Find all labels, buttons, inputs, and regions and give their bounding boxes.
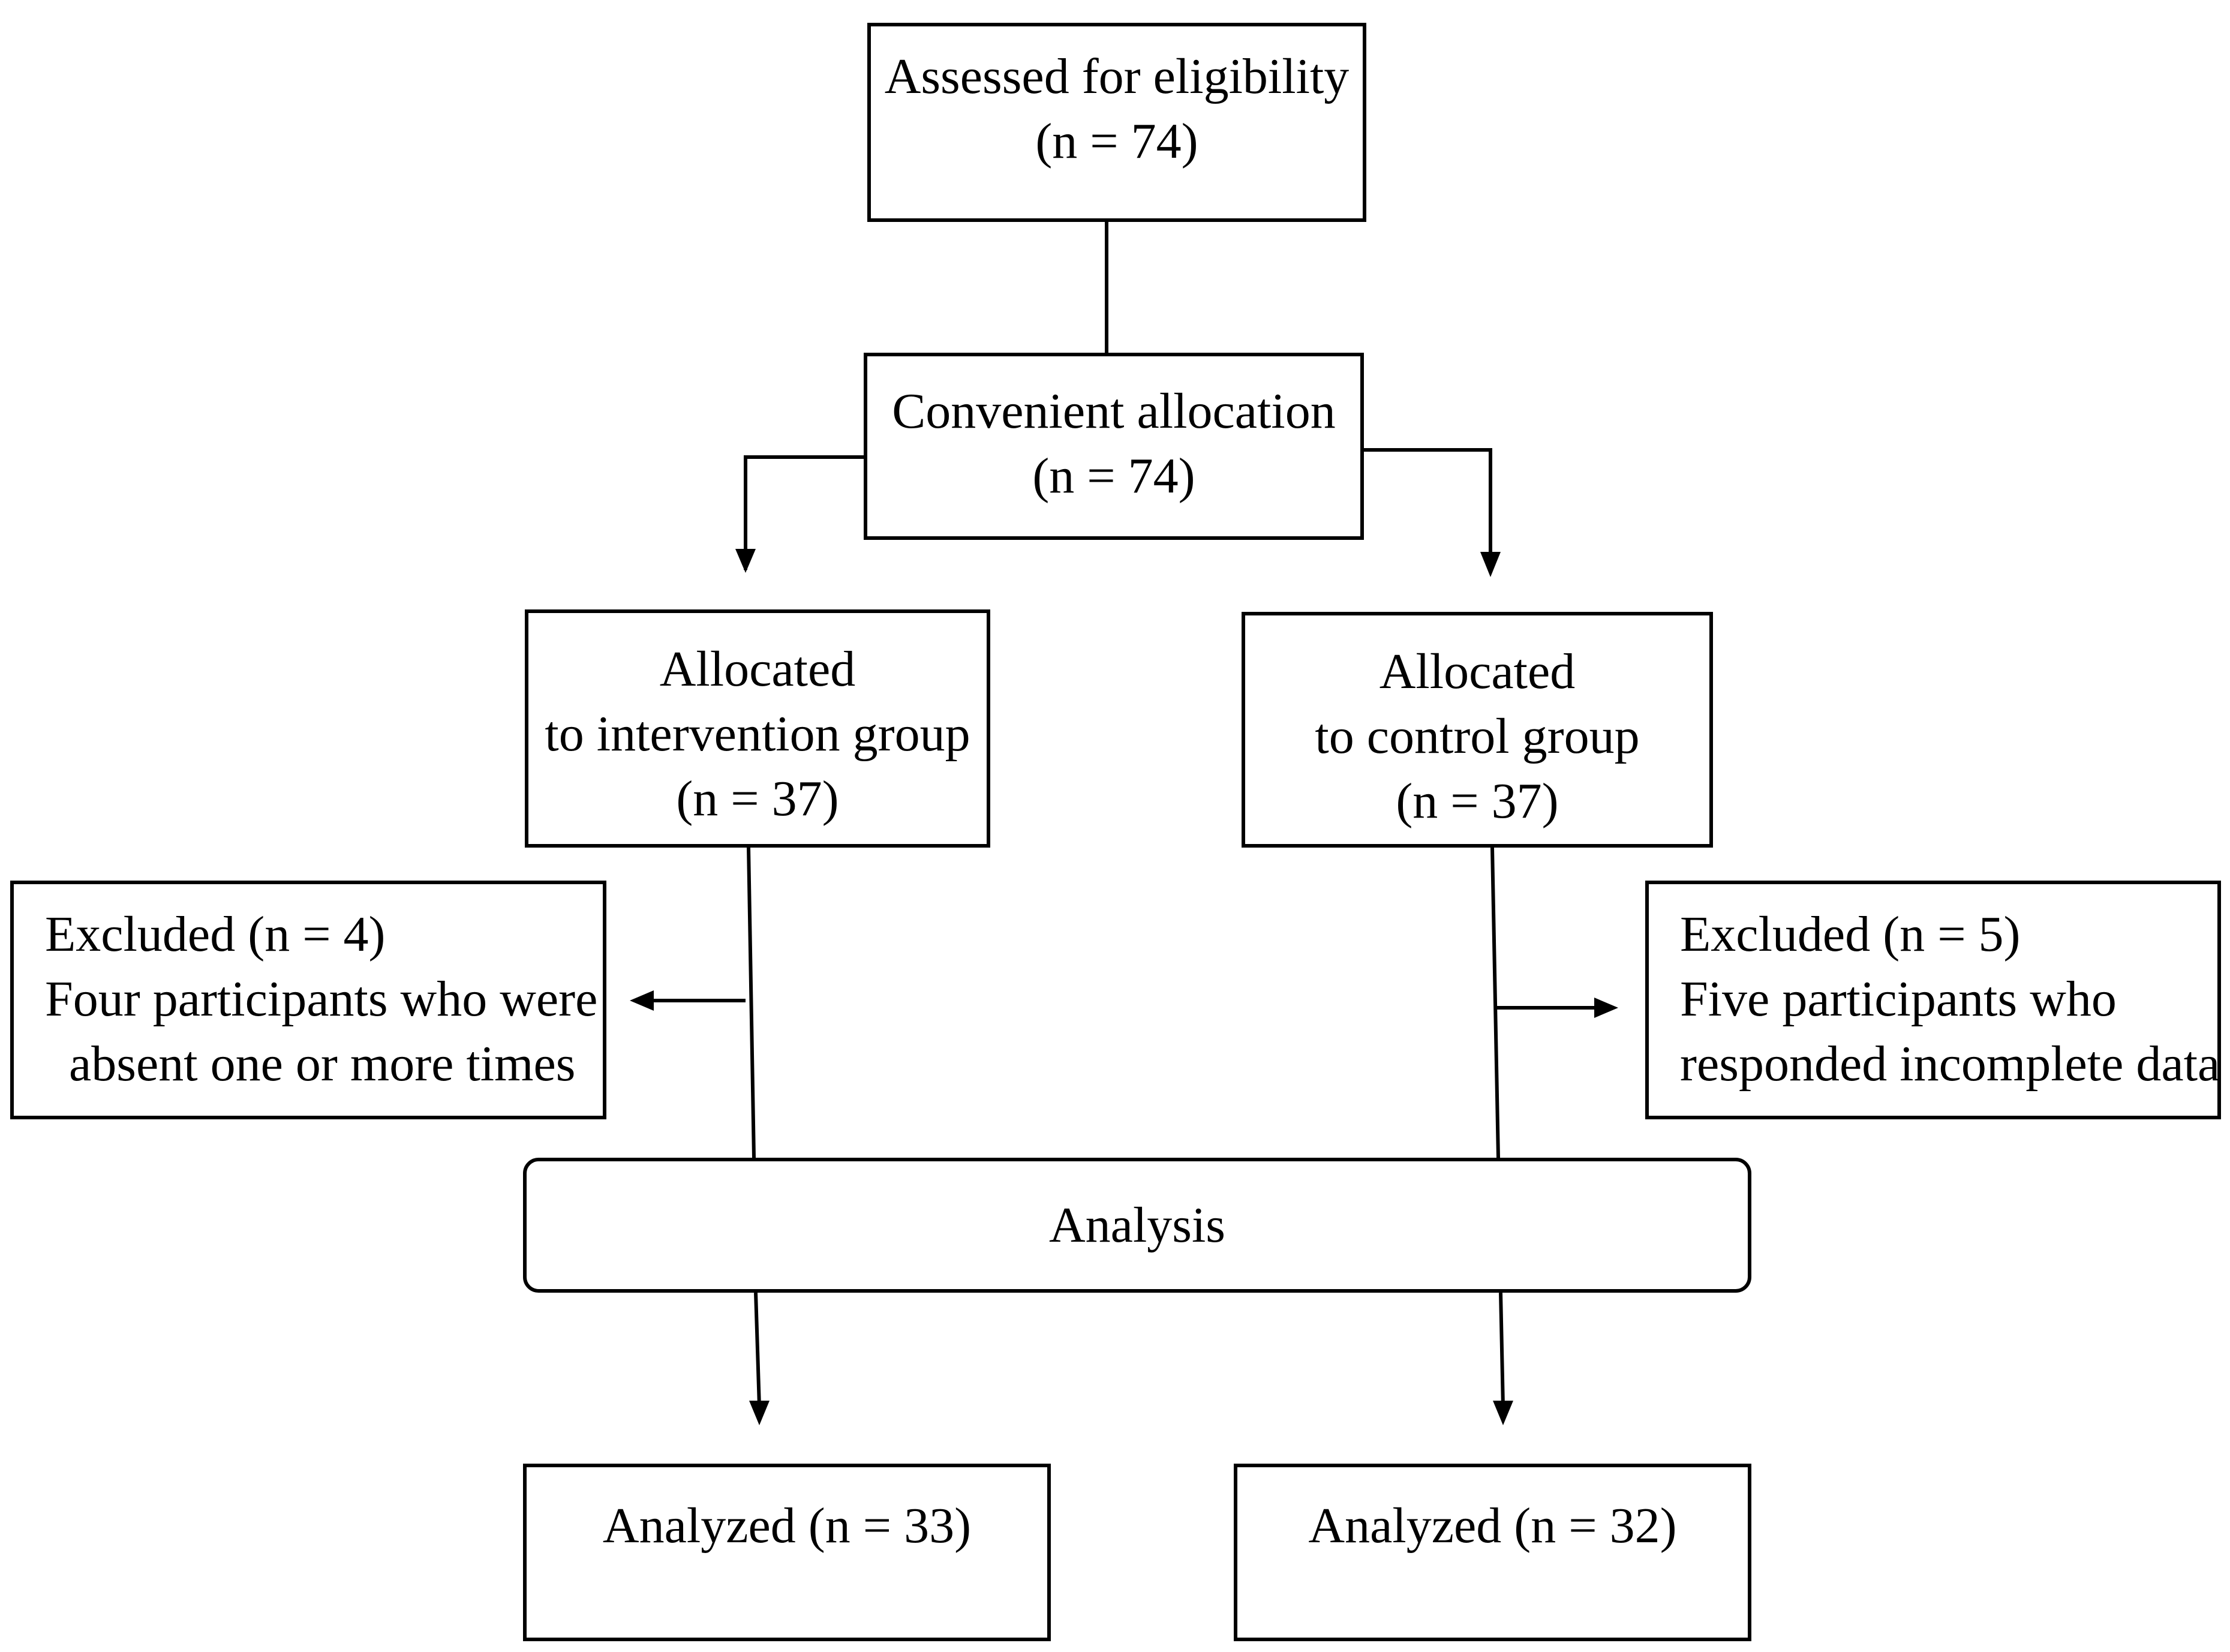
- intervention-line1: Allocated: [659, 641, 856, 697]
- arrow-analysis-to-analyzed-right: [1499, 1292, 1505, 1407]
- excluded-control-box: Excluded (n = 5) Five participants who r…: [1645, 881, 2221, 1119]
- arrowhead-analyzed-left: [749, 1401, 770, 1425]
- analyzed-left-label: Analyzed (n = 33): [602, 1498, 972, 1554]
- control-line2: to control group: [1315, 708, 1640, 764]
- control-count: (n = 37): [1396, 773, 1559, 829]
- excluded-right-line1: Five participants who: [1680, 971, 2117, 1027]
- arrow-analysis-to-analyzed-left: [754, 1292, 761, 1407]
- analyzed-right-label: Analyzed (n = 32): [1308, 1498, 1677, 1554]
- arrowhead-intervention: [735, 549, 756, 573]
- analyzed-intervention-box: Analyzed (n = 33): [523, 1464, 1051, 1641]
- intervention-count: (n = 37): [676, 771, 839, 827]
- excluded-left-line2: absent one or more times: [69, 1036, 576, 1092]
- intervention-line2: to intervention group: [545, 706, 970, 762]
- analysis-label: Analysis: [1049, 1197, 1225, 1253]
- intervention-group-box: Allocated to intervention group (n = 37): [525, 609, 990, 848]
- excluded-left-line1: Four participants who were: [45, 971, 598, 1027]
- arrowhead-excluded-right: [1594, 998, 1618, 1018]
- arrow-allocation-to-control: [1354, 448, 1492, 573]
- assessed-count: (n = 74): [1035, 113, 1198, 169]
- excluded-right-heading: Excluded (n = 5): [1680, 906, 2021, 962]
- assessed-eligibility-box: Assessed for eligibility (n = 74): [867, 23, 1366, 222]
- arrowhead-excluded-left: [630, 990, 654, 1011]
- excluded-intervention-box: Excluded (n = 4) Four participants who w…: [10, 881, 606, 1119]
- arrowhead-control: [1480, 552, 1501, 577]
- excluded-right-line2: responded incomplete data: [1680, 1036, 2220, 1092]
- control-line1: Allocated: [1379, 644, 1576, 699]
- analysis-box: Analysis: [523, 1158, 1751, 1293]
- allocation-title: Convenient allocation: [892, 383, 1336, 439]
- connector-control-to-analysis: [1490, 847, 1500, 1158]
- control-group-box: Allocated to control group (n = 37): [1242, 612, 1713, 848]
- analyzed-control-box: Analyzed (n = 32): [1234, 1464, 1751, 1641]
- connector-intervention-to-analysis: [747, 847, 756, 1158]
- arrowhead-analyzed-right: [1493, 1401, 1513, 1425]
- allocation-count: (n = 74): [1032, 448, 1195, 504]
- excluded-left-heading: Excluded (n = 4): [45, 906, 386, 962]
- allocation-box: Convenient allocation (n = 74): [864, 353, 1364, 540]
- arrow-allocation-to-intervention: [743, 455, 864, 570]
- assessed-title: Assessed for eligibility: [884, 49, 1350, 104]
